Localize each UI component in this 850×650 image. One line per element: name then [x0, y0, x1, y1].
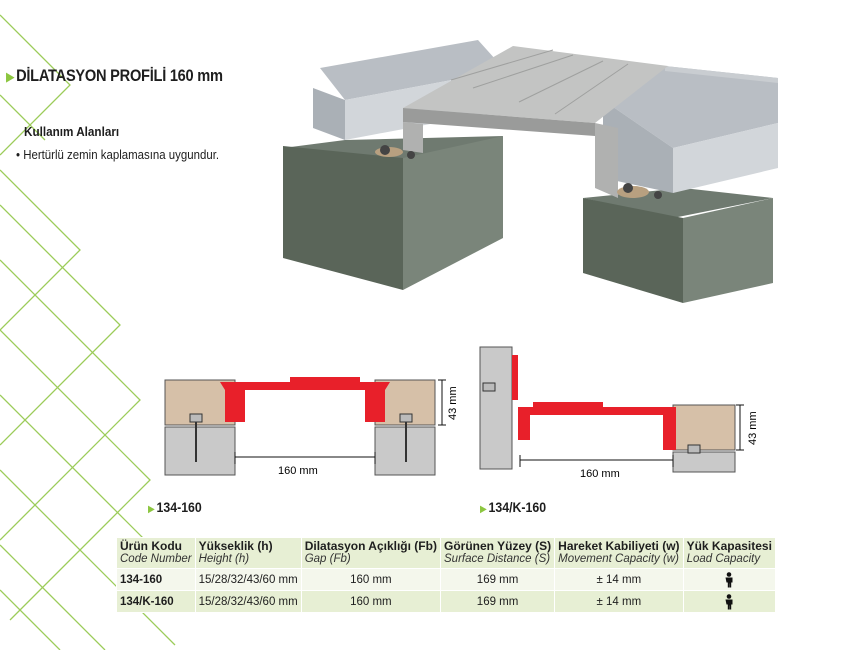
section-code-134-160: ▶134-160 [148, 499, 202, 515]
cell-surface: 169 mm [439, 590, 556, 613]
cell-code: 134-160 [116, 568, 196, 591]
cell-height: 15/28/32/43/60 mm [194, 568, 302, 591]
table-row: 134-160 15/28/32/43/60 mm 160 mm 169 mm … [116, 568, 777, 591]
cell-code: 134/K-160 [116, 590, 196, 613]
usage-item: • Hertürlü zemin kaplamasına uygundur. [16, 147, 220, 162]
cell-load [682, 590, 777, 613]
section-gap-label: 160 mm [278, 465, 318, 477]
cell-height: 15/28/32/43/60 mm [194, 590, 302, 613]
cell-gap: 160 mm [300, 568, 442, 591]
usage-title: Kullanım Alanları [24, 124, 120, 139]
code-arrow-icon: ▶ [480, 504, 487, 515]
section-code-134k-160: ▶134/K-160 [480, 499, 547, 515]
section-drawing-134k-160: 160 mm 43 mm [479, 346, 759, 480]
usage-list: • Hertürlü zemin kaplamasına uygundur. [16, 147, 247, 162]
code-arrow-icon: ▶ [148, 504, 155, 515]
title-arrow-icon: ▶ [6, 69, 15, 84]
cell-movement: ± 14 mm [554, 590, 684, 613]
section-drawing-134-160: 160 mm 43 mm [164, 377, 459, 477]
person-icon [725, 593, 733, 609]
header-surface: Görünen Yüzey (S)Surface Distance (S) [439, 537, 556, 569]
decorative-lines [0, 14, 201, 650]
header-gap: Dilatasyon Açıklığı (Fb)Gap (Fb) [300, 537, 442, 569]
section-height-label: 43 mm [447, 386, 459, 420]
person-icon [725, 571, 733, 587]
cell-movement: ± 14 mm [554, 568, 684, 591]
cell-gap: 160 mm [300, 590, 442, 613]
header-height: Yükseklik (h)Height (h) [194, 537, 302, 569]
table-row: 134/K-160 15/28/32/43/60 mm 160 mm 169 m… [116, 590, 777, 613]
cell-surface: 169 mm [439, 568, 556, 591]
section-gap-label: 160 mm [580, 468, 620, 480]
cell-load [682, 568, 777, 591]
page-title: ▶DİLATASYON PROFİLİ 160 mm [6, 66, 223, 85]
header-movement: Hareket Kabiliyeti (w)Movement Capacity … [554, 537, 684, 569]
section-height-label: 43 mm [747, 411, 759, 445]
product-illustration [283, 40, 778, 303]
